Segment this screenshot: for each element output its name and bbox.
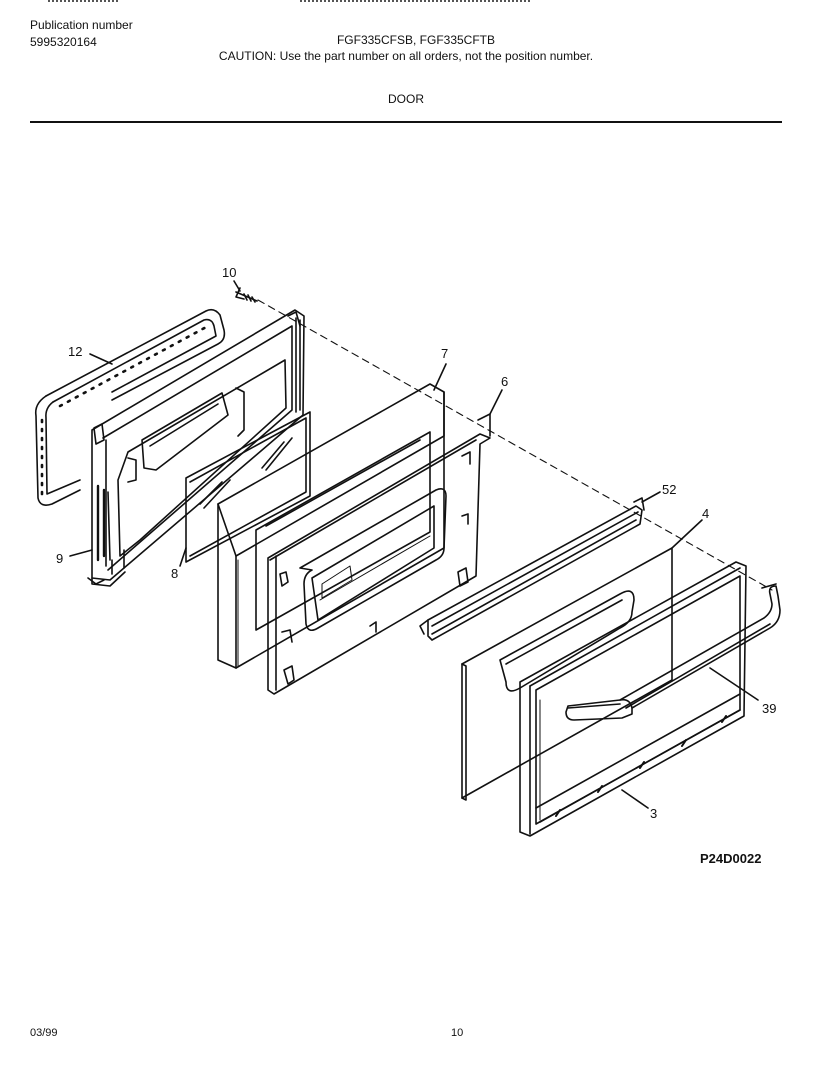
leader-7 <box>433 363 447 391</box>
callout-12: 12 <box>68 344 82 359</box>
model-numbers: FGF335CFSB, FGF335CFTB <box>336 33 496 47</box>
part-9-inner-liner <box>87 309 305 587</box>
callout-8: 8 <box>171 566 178 581</box>
callout-9: 9 <box>56 551 63 566</box>
callout-4: 4 <box>702 506 709 521</box>
part-52-trim-strip <box>419 497 645 641</box>
cropped-header-top-left <box>48 0 118 5</box>
part-39-handle <box>565 583 781 721</box>
leader-12 <box>89 353 113 365</box>
section-title: DOOR <box>388 92 424 106</box>
leader-9 <box>69 549 93 557</box>
part-4-outer-glass <box>461 547 673 801</box>
callout-3: 3 <box>650 806 657 821</box>
publication-label: Publication number <box>30 18 133 32</box>
callout-10: 10 <box>222 265 236 280</box>
publication-number: 5995320164 <box>30 35 97 49</box>
part-6-door-frame <box>267 413 491 695</box>
leader-4 <box>671 519 703 549</box>
leader-6 <box>489 389 503 415</box>
cropped-header-top-center <box>300 0 530 5</box>
caution-notice: CAUTION: Use the part number on all orde… <box>218 49 594 63</box>
part-10-screw <box>235 287 258 303</box>
leader-8 <box>179 547 187 567</box>
leader-3 <box>621 789 649 809</box>
leader-39 <box>709 667 759 701</box>
leader-10 <box>233 280 241 292</box>
callout-6: 6 <box>501 374 508 389</box>
part-3-outer-frame <box>519 561 747 837</box>
callout-7: 7 <box>441 346 448 361</box>
page-number: 10 <box>451 1027 464 1039</box>
part-12-gasket <box>34 308 226 506</box>
revision-date: 03/99 <box>30 1027 58 1039</box>
part-7-insulation-panel <box>217 383 445 669</box>
leader-52 <box>641 491 661 503</box>
callout-52: 52 <box>662 482 676 497</box>
assembly-axis-line <box>257 299 773 591</box>
header-rule <box>30 121 782 123</box>
callout-39: 39 <box>762 701 776 716</box>
diagram-code: P24D0022 <box>700 851 762 866</box>
